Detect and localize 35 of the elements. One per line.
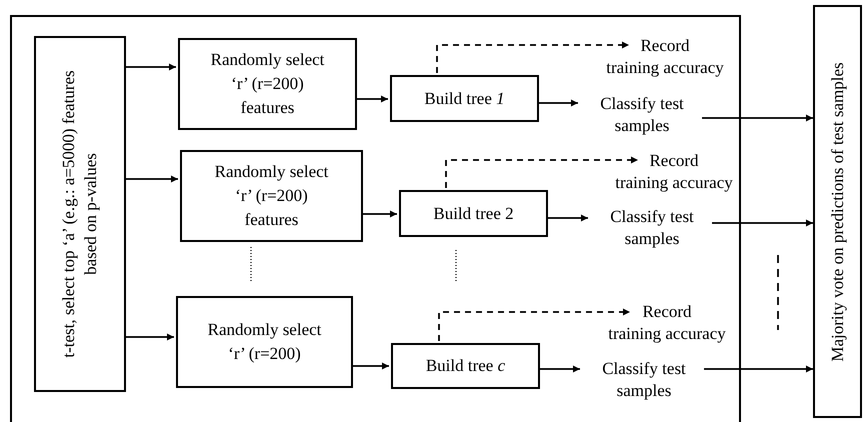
- arrow: [704, 366, 813, 372]
- arrow: [438, 308, 630, 341]
- arrow: [124, 334, 174, 340]
- process-box: Randomly select ‘r’ (r=200) features: [178, 38, 357, 130]
- step-label: training accuracy: [606, 57, 724, 79]
- arrow: [361, 210, 397, 218]
- arrow: [355, 96, 388, 102]
- step-label: Classify test samples: [599, 93, 685, 137]
- process-box: Build tree 2: [399, 190, 548, 237]
- arrow: [538, 366, 580, 372]
- arrow: [445, 156, 638, 188]
- step-label: Record: [649, 150, 699, 172]
- step-label: Record: [642, 301, 692, 323]
- process-box: Randomly select ‘r’ (r=200) features: [180, 150, 363, 242]
- step-label: training accuracy: [615, 172, 733, 194]
- arrow: [124, 64, 176, 70]
- frame-box: [10, 15, 741, 422]
- step-label: training accuracy: [608, 323, 726, 345]
- step-label: Classify test samples: [609, 206, 695, 250]
- box-text: Majority vote on predictions of test samples: [826, 60, 848, 364]
- box-text: t-test, select top ‘a’ (e.g.: a=5000) features based on p-values: [58, 69, 101, 360]
- arrow: [436, 42, 629, 73]
- arrow: [702, 114, 813, 122]
- step-label: Record: [640, 35, 690, 57]
- arrow: [351, 362, 389, 370]
- arrow: [546, 214, 588, 222]
- arrow: [124, 176, 178, 182]
- process-box: [34, 36, 126, 392]
- process-box: Build tree c: [391, 343, 540, 389]
- arrow: [537, 100, 578, 106]
- step-label: Classify test samples: [601, 358, 687, 402]
- arrow: [712, 220, 813, 226]
- process-box: Randomly select ‘r’ (r=200): [176, 296, 353, 388]
- process-box: Build tree 1: [390, 75, 539, 122]
- process-box: [813, 5, 862, 418]
